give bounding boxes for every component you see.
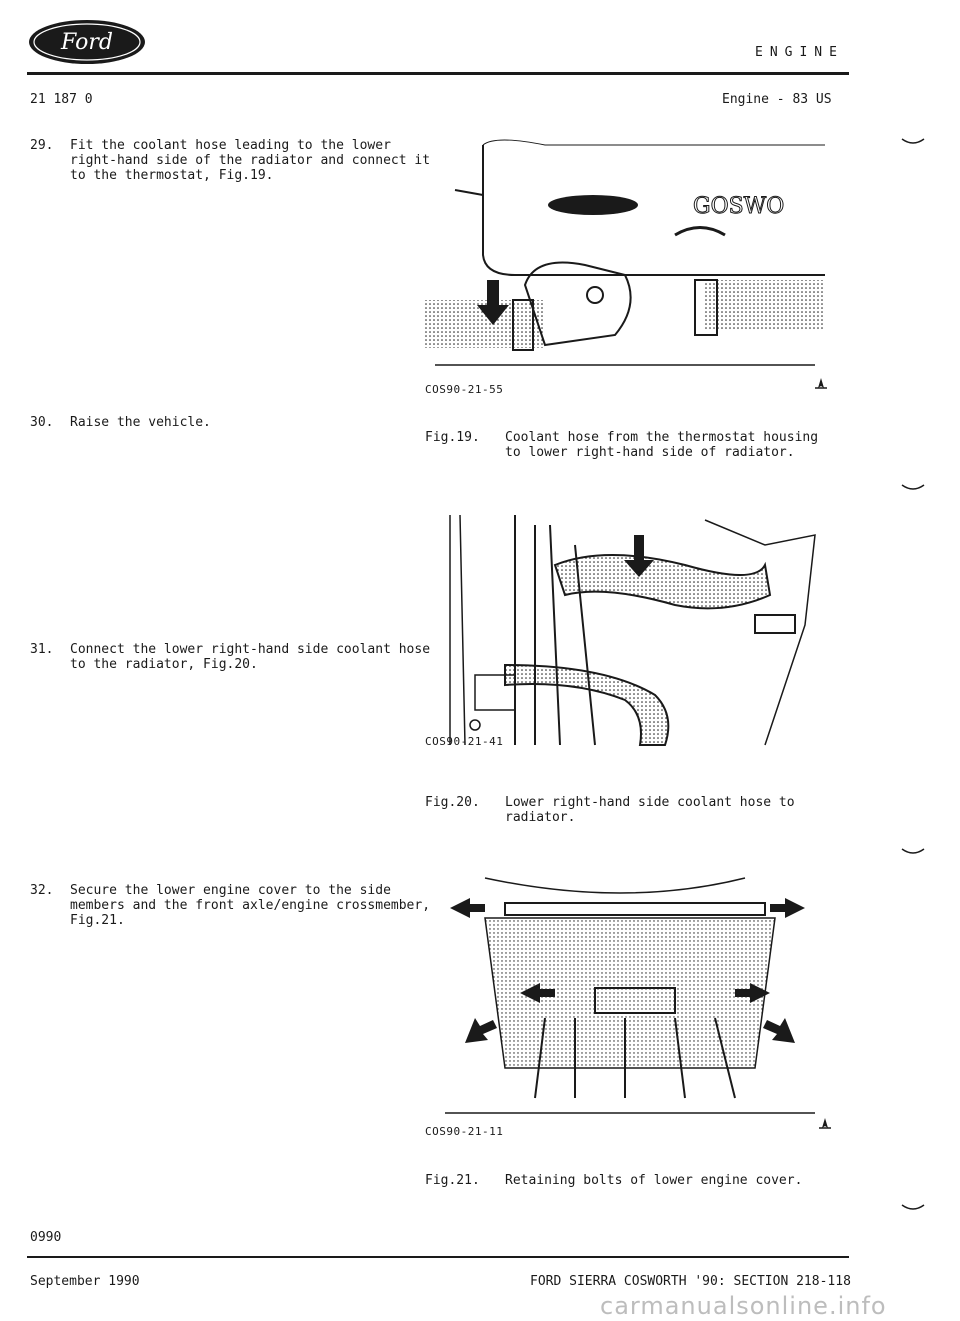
arrow-icon <box>763 1018 795 1043</box>
arrow-icon <box>520 983 555 1003</box>
watermark: carmanualsonline.info <box>600 1292 887 1320</box>
binder-mark <box>900 478 926 497</box>
step-number: 31. <box>30 642 54 657</box>
figure-21-code: COS90-21-11 <box>425 1125 504 1138</box>
arrow-icon <box>450 898 485 918</box>
page-code: 0990 <box>30 1230 62 1245</box>
binder-mark <box>900 132 926 151</box>
page-ref: Engine - 83 US <box>722 92 832 107</box>
step-number: 32. <box>30 883 54 898</box>
ford-logo: Ford <box>27 18 147 66</box>
arrow-icon <box>477 280 509 325</box>
svg-text:GOSWO: GOSWO <box>693 194 784 219</box>
footer-rule <box>27 1256 849 1258</box>
arrow-icon <box>770 898 805 918</box>
figure-caption-text: Coolant hose from the thermostat housing… <box>505 430 819 460</box>
figure-21-illustration <box>425 868 825 1118</box>
figure-caption-text: Lower right-hand side coolant hose to ra… <box>505 795 795 825</box>
step-number: 29. <box>30 138 54 153</box>
step-text: Raise the vehicle. <box>70 415 211 430</box>
doc-number: 21 187 0 <box>30 92 93 107</box>
figure-caption-text: Retaining bolts of lower engine cover. <box>505 1173 803 1188</box>
figure-label: Fig.20. <box>425 795 480 810</box>
arrow-icon <box>624 535 654 577</box>
footer-manual-ref: FORD SIERRA COSWORTH '90: SECTION 218-11… <box>530 1274 851 1289</box>
figure-20-code: COS90-21-41 <box>425 735 504 748</box>
figure-19-code: COS90-21-55 <box>425 383 504 396</box>
step-number: 30. <box>30 415 54 430</box>
step-text: Connect the lower right-hand side coolan… <box>70 642 431 672</box>
arrow-icon <box>735 983 770 1003</box>
step-text: Fit the coolant hose leading to the lowe… <box>70 138 431 183</box>
compass-icon <box>814 378 828 394</box>
figure-19-illustration: GOSWO <box>425 135 825 370</box>
figure-20-illustration <box>425 505 825 750</box>
binder-mark <box>900 842 926 861</box>
figure-label: Fig.21. <box>425 1173 480 1188</box>
section-title: ENGINE <box>755 45 844 60</box>
logo-text: Ford <box>60 30 113 55</box>
compass-icon <box>818 1118 832 1134</box>
footer-date: September 1990 <box>30 1274 140 1289</box>
arrow-icon <box>465 1018 497 1043</box>
header-rule <box>27 72 849 75</box>
binder-mark <box>900 1198 926 1217</box>
step-text: Secure the lower engine cover to the sid… <box>70 883 431 928</box>
figure-label: Fig.19. <box>425 430 480 445</box>
